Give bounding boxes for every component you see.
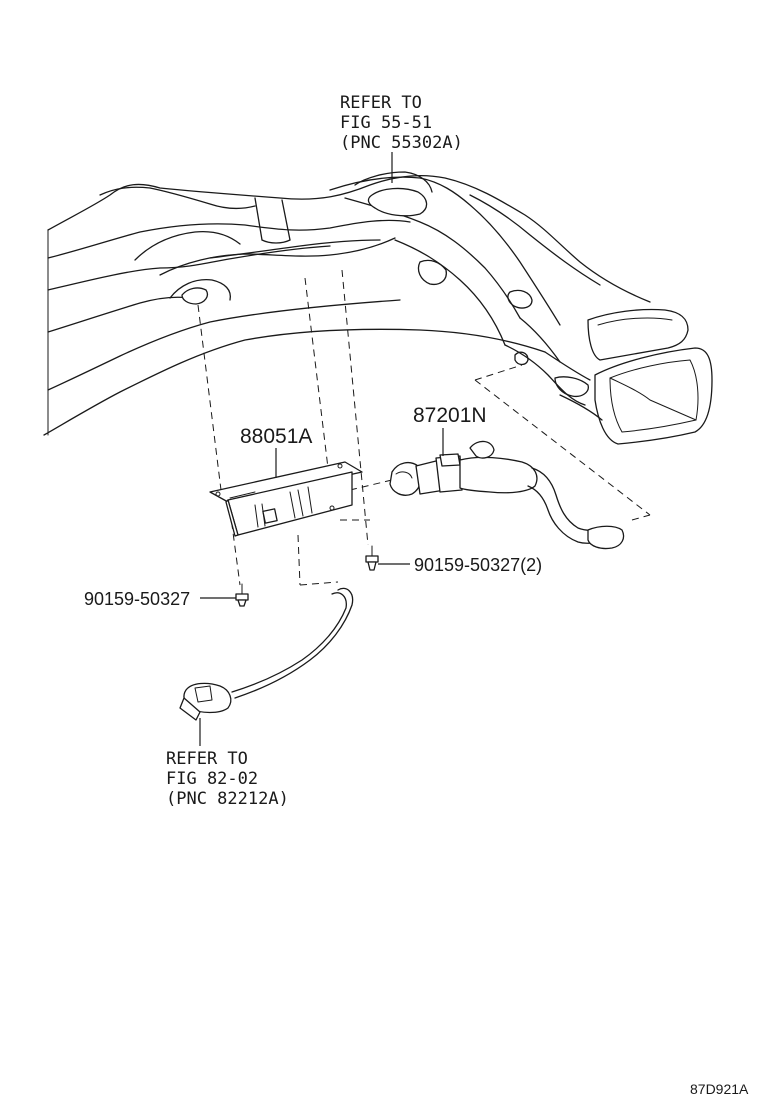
instrument-panel-frame [43, 171, 713, 445]
refer-bottom-line3: (PNC 82212A) [166, 789, 289, 809]
connector-87201n [389, 440, 625, 550]
leader-lines [199, 152, 444, 746]
refer-top-line2: FIG 55-51 [340, 113, 432, 133]
refer-bottom-line1: REFER TO [166, 749, 248, 769]
antenna-cable [179, 587, 354, 721]
bolt-left [235, 583, 249, 607]
bolt-label-right: 90159-50327(2) [414, 555, 542, 575]
figure-code: 87D921A [690, 1081, 749, 1097]
refer-top-line3: (PNC 55302A) [340, 133, 463, 153]
bolt-right [365, 545, 379, 571]
control-module-88051a [209, 461, 363, 537]
refer-bottom-line2: FIG 82-02 [166, 769, 258, 789]
bolt-label-left: 90159-50327 [84, 589, 190, 609]
labels: REFER TO FIG 55-51 (PNC 55302A) 88051A 8… [84, 93, 749, 1097]
refer-top-line1: REFER TO [340, 93, 422, 113]
part-label-87201n: 87201N [413, 404, 487, 427]
mounting-guide-lines [197, 269, 651, 586]
part-label-88051a: 88051A [240, 425, 312, 448]
